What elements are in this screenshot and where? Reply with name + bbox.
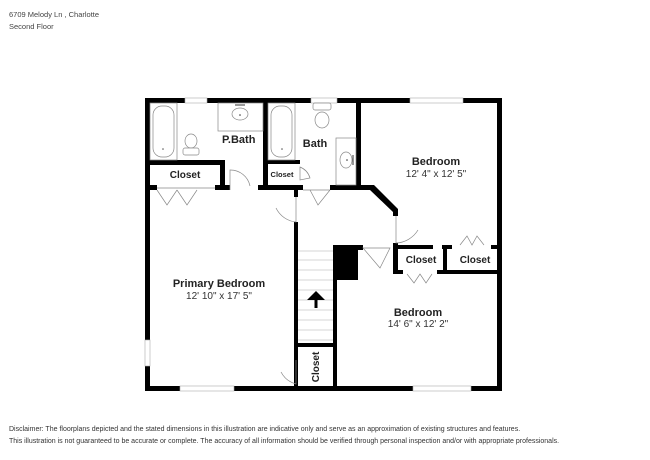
fixtures xyxy=(149,102,357,186)
closet-label-bedroom-left: Closet xyxy=(406,255,437,266)
floor-label: Second Floor xyxy=(9,22,54,31)
toilet-icon xyxy=(312,102,332,129)
disclaimer-line-1: Disclaimer: The floorplans depicted and … xyxy=(9,426,521,433)
property-address: 6709 Melody Ln , Charlotte xyxy=(9,10,100,19)
room-dims-bedroom-ne: 12' 4" x 12' 5" xyxy=(406,169,467,180)
room-label-bath: Bath xyxy=(303,138,328,150)
closet-label-primary: Closet xyxy=(170,170,201,181)
stairs xyxy=(298,250,333,341)
room-label-bedroom-ne: Bedroom xyxy=(412,156,461,168)
room-dims-bedroom-se: 14' 6" x 12' 2" xyxy=(388,319,449,330)
bathtub-icon xyxy=(267,102,296,161)
room-label-primary-bath: P.Bath xyxy=(222,134,256,146)
room-label-primary-bedroom: Primary Bedroom xyxy=(173,278,266,290)
disclaimer-line-2: This illustration is not guaranteed to b… xyxy=(9,438,560,445)
interior-walls xyxy=(145,98,502,390)
closet-label-bath: Closet xyxy=(271,170,294,179)
up-arrow-icon xyxy=(307,291,325,308)
toilet-icon xyxy=(182,133,200,156)
closet-label-hall: Closet xyxy=(311,351,322,382)
bathtub-icon xyxy=(149,102,178,161)
room-label-bedroom-se: Bedroom xyxy=(394,307,443,319)
room-dims-primary-bedroom: 12' 10" x 17' 5" xyxy=(186,291,252,302)
sink-icon xyxy=(217,102,264,132)
closet-label-bedroom-right: Closet xyxy=(460,255,491,266)
doors xyxy=(156,166,485,385)
sink-icon xyxy=(335,137,357,186)
